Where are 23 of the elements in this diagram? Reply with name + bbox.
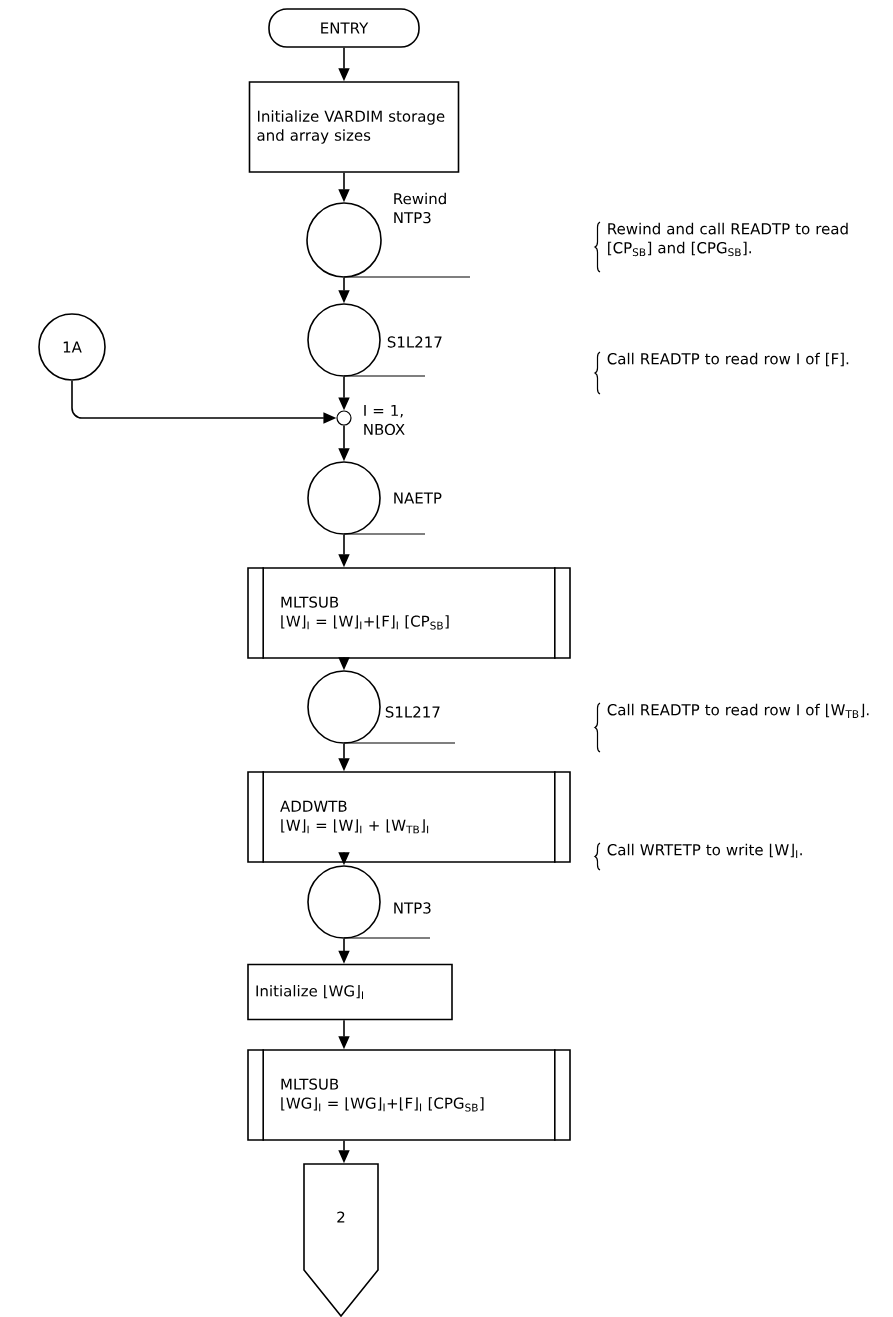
- offpage-connector: 2: [303, 1163, 379, 1317]
- connector-circle: [307, 461, 381, 535]
- process-box: Initialize ⌊WG⌋$_{I}$: [247, 963, 453, 1021]
- annotation: Call READTP to read row I of ⌊W$_{TB}$⌋.: [594, 702, 869, 753]
- connector-circle: [307, 670, 381, 744]
- subroutine-box: MLTSUB ⌊WG⌋$_{I}$ = ⌊WG⌋$_{I}$+⌊F⌋$_{I}$ [CPG$_{SB}$]: [247, 1048, 571, 1142]
- node-caption: S1L217: [343, 706, 456, 744]
- node-caption: I = 1, NBOX: [364, 404, 405, 436]
- annotation: Call READTP to read row I of [F].: [594, 351, 849, 395]
- subroutine-box: MLTSUB ⌊W⌋$_{I}$ = ⌊W⌋$_{I}$+⌊F⌋$_{I}$ [CP$_{SB}$]: [247, 566, 571, 660]
- annotation: Rewind and call READTP to read [CP$_{SB}$] and [CPG$_{SB}$].: [594, 221, 848, 273]
- process-box: Initialize VARDIM storage and array sizes: [248, 81, 460, 173]
- subroutine-box: ADDWTB ⌊W⌋$_{I}$ = ⌊W⌋$_{I}$ + ⌊W$_{TB}$⌋$_{I}$: [247, 770, 571, 864]
- connector-circle: [307, 303, 381, 377]
- connector-circle: [307, 865, 381, 939]
- node-caption: NAETP: [343, 492, 442, 535]
- annotation: Call WRTETP to write ⌊W⌋$_{I}$.: [594, 842, 802, 871]
- connector-circle: [306, 202, 382, 278]
- terminal-box: ENTRY: [268, 8, 420, 48]
- node-caption: Rewind NTP3: [343, 192, 471, 278]
- loop-circle: [336, 410, 352, 426]
- node-caption: S1L217: [343, 336, 442, 377]
- node-caption: NTP3: [343, 902, 431, 939]
